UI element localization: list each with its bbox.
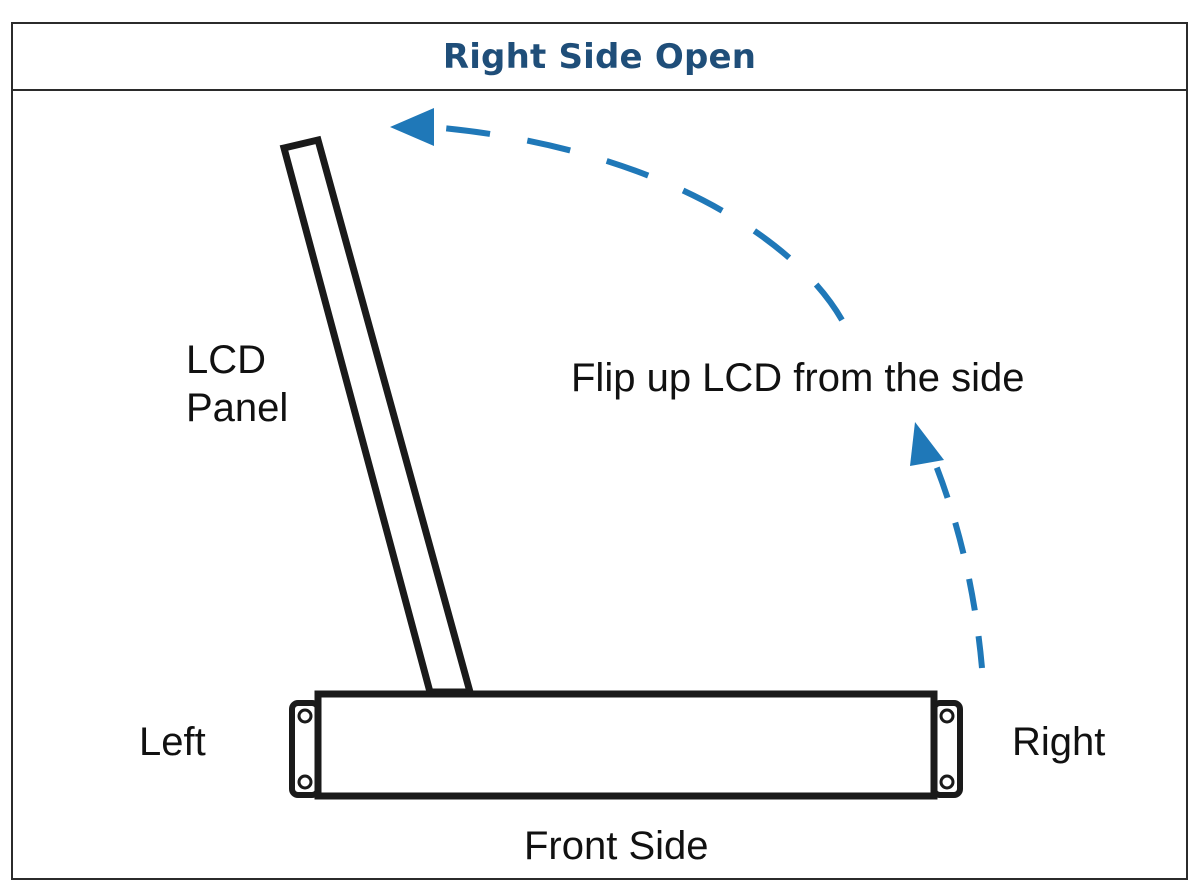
dashed-arc-arrow-left-icon (390, 108, 845, 322)
dashed-arc-arrow-up-icon (910, 422, 985, 669)
left-ear-screw-bottom (297, 774, 313, 790)
right-ear-screw-top (939, 708, 955, 724)
instruction-label: Flip up LCD from the side (571, 356, 1025, 400)
rack-body (314, 690, 938, 800)
lcd-panel-label: LCD Panel (186, 336, 288, 432)
left-label: Left (139, 720, 206, 764)
right-ear-screw-bottom (939, 774, 955, 790)
diagram-title: Right Side Open (442, 36, 757, 77)
title-bar: Right Side Open (13, 24, 1186, 91)
right-label: Right (1012, 720, 1106, 764)
left-ear-screw-top (297, 708, 313, 724)
rack-unit (289, 690, 963, 800)
lcd-label-line1: LCD (186, 338, 267, 382)
front-side-label: Front Side (524, 824, 709, 868)
lcd-label-line2: Panel (186, 386, 289, 430)
lcd-panel-shape (279, 135, 475, 696)
